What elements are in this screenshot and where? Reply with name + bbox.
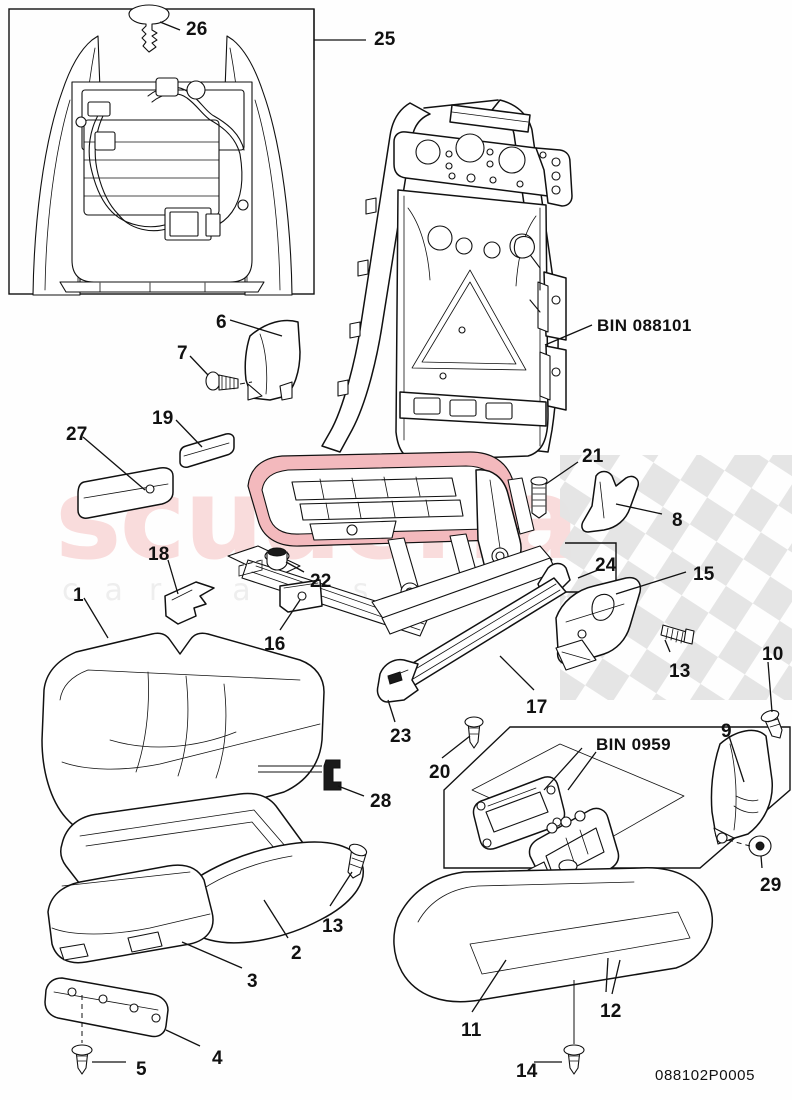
callout-number-25-1: 25 bbox=[374, 29, 396, 50]
callout-number-19-4: 19 bbox=[152, 408, 174, 429]
callout-number-28-21: 28 bbox=[370, 791, 392, 812]
callout-number-14-29: 14 bbox=[516, 1061, 538, 1082]
callout-number-4-25: 4 bbox=[212, 1048, 223, 1069]
callout-number-26-0: 26 bbox=[186, 19, 208, 40]
callout-number-15-13: 15 bbox=[693, 564, 715, 585]
callout-number-17-16: 17 bbox=[526, 697, 548, 718]
callout-number-12-28: 12 bbox=[600, 1001, 622, 1022]
callout-number-21-10: 21 bbox=[582, 446, 604, 467]
callout-number-22-7: 22 bbox=[310, 571, 332, 592]
callout-number-20-18: 20 bbox=[429, 762, 451, 783]
callout-number-10-15: 10 bbox=[762, 644, 784, 665]
callout-number-2-22: 2 bbox=[291, 943, 302, 964]
callout-number-5-26: 5 bbox=[136, 1059, 147, 1080]
callout-number-29-20: 29 bbox=[760, 875, 782, 896]
callout-number-7-3: 7 bbox=[177, 343, 188, 364]
callout-number-6-2: 6 bbox=[216, 312, 227, 333]
bin-label-0: BIN 088101 bbox=[597, 316, 692, 335]
callout-number-9-19: 9 bbox=[721, 721, 732, 742]
callout-number-13-14: 13 bbox=[669, 661, 691, 682]
callout-number-16-8: 16 bbox=[264, 634, 286, 655]
callout-number-24-12: 24 bbox=[595, 555, 617, 576]
bin-label-1: BIN 0959 bbox=[596, 735, 672, 754]
reference-code: 088102P0005 bbox=[655, 1067, 756, 1084]
callout-number-3-24: 3 bbox=[247, 971, 258, 992]
callout-number-8-11: 8 bbox=[672, 510, 683, 531]
callout-number-11-27: 11 bbox=[461, 1020, 482, 1041]
callout-number-13-23: 13 bbox=[322, 916, 344, 937]
callout-number-18-6: 18 bbox=[148, 544, 170, 565]
callout-number-23-17: 23 bbox=[390, 726, 412, 747]
callout-number-27-5: 27 bbox=[66, 424, 88, 445]
callout-number-1-9: 1 bbox=[73, 585, 84, 606]
